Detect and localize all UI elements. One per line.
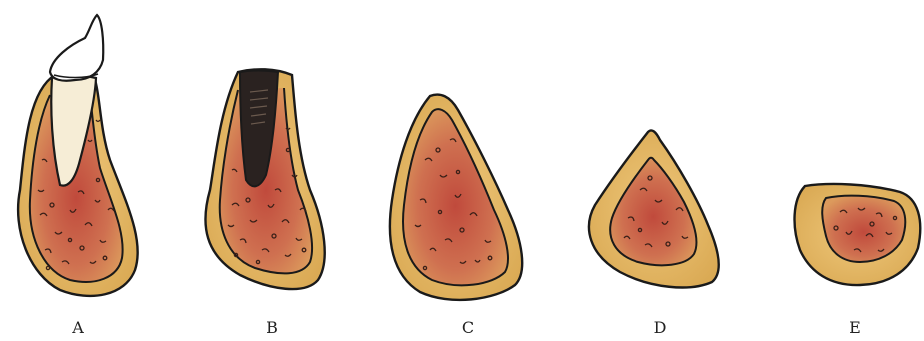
panel-label-e: E <box>835 318 875 337</box>
panel-b-extraction-socket <box>205 69 324 289</box>
panel-e-resorbed-flat-ridge <box>795 184 921 285</box>
panel-label-a: A <box>58 318 98 337</box>
panel-d-knife-edge-ridge <box>589 130 719 287</box>
panel-label-d: D <box>640 318 680 337</box>
panel-a-tooth-crown <box>50 15 103 81</box>
panel-a-ridge-with-tooth <box>18 15 138 296</box>
panel-c-rounded-ridge <box>390 95 522 300</box>
panel-label-b: B <box>252 318 292 337</box>
panel-label-c: C <box>448 318 488 337</box>
